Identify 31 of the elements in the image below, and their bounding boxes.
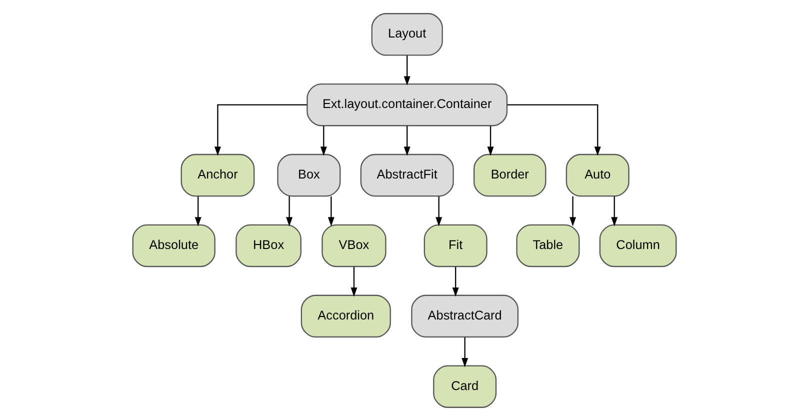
node-box: Box [277,153,341,196]
arrow [570,196,576,226]
arrow [462,336,468,367]
arrow [487,125,494,156]
node-box: Layout [371,12,443,56]
node-box: HBox [236,224,302,267]
node-box: AbstractFit [360,153,454,196]
arrow [320,125,327,156]
arrow [214,104,307,156]
arrow [507,104,601,156]
arrow [436,196,442,226]
node-box: Accordion [300,294,391,338]
arrow [328,196,334,226]
node-box: Border [474,153,546,196]
node-box: Anchor [180,153,255,196]
node-box: Fit [424,224,488,267]
arrow [611,196,618,226]
node-box: Absolute [132,224,216,267]
arrow [194,196,202,226]
arrow [452,266,459,296]
arrow [286,196,293,226]
arrow [404,55,410,85]
node-box: Table [516,224,580,267]
node-box: VBox [322,224,386,267]
node-box: Auto [566,153,630,196]
node-box: Ext.layout.container.Container [306,82,508,126]
arrow [404,125,410,156]
node-box: Column [599,224,677,267]
node-box: AbstractCard [411,294,519,338]
arrow [350,266,358,296]
node-box: Card [433,364,497,408]
